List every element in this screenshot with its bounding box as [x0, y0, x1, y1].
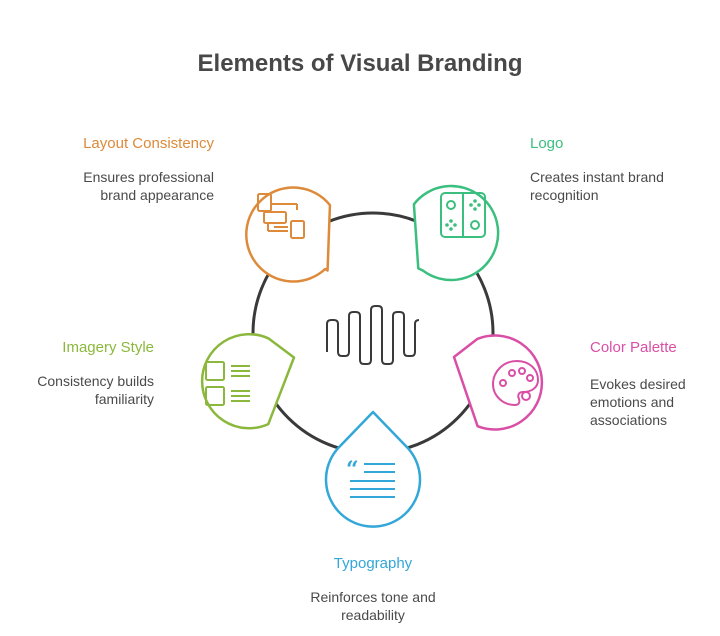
- game-controller-icon: [440, 192, 486, 238]
- diagram-title: Elements of Visual Branding: [197, 50, 523, 77]
- palette-icon: [491, 359, 540, 407]
- color-palette-node: [452, 334, 544, 431]
- image-list-icon: [205, 361, 250, 406]
- color-palette-description: Evokes desired emotions and associations: [590, 376, 686, 428]
- layout-consistency-description: Ensures professional brand appearance: [83, 169, 214, 203]
- imagery-style-label: Imagery Style: [62, 339, 154, 356]
- svg-text:“: “: [346, 457, 359, 483]
- color-palette-label: Color Palette: [590, 339, 677, 356]
- imagery-style-description: Consistency builds familiarity: [37, 373, 154, 407]
- typography-label: Typography: [333, 555, 413, 572]
- waveform-icon: [326, 305, 420, 365]
- quote-text-icon: “: [346, 457, 395, 498]
- layout-consistency-node: [245, 186, 332, 283]
- layout-consistency-label: Layout Consistency: [83, 135, 214, 152]
- logo-description: Creates instant brand recognition: [530, 169, 664, 203]
- logo-node: [412, 184, 500, 282]
- logo-label: Logo: [530, 135, 564, 152]
- imagery-style-node: [200, 333, 296, 430]
- layout-icon: [257, 193, 305, 239]
- typography-description: Reinforces tone and readability: [310, 589, 436, 623]
- typography-node: “: [324, 410, 422, 528]
